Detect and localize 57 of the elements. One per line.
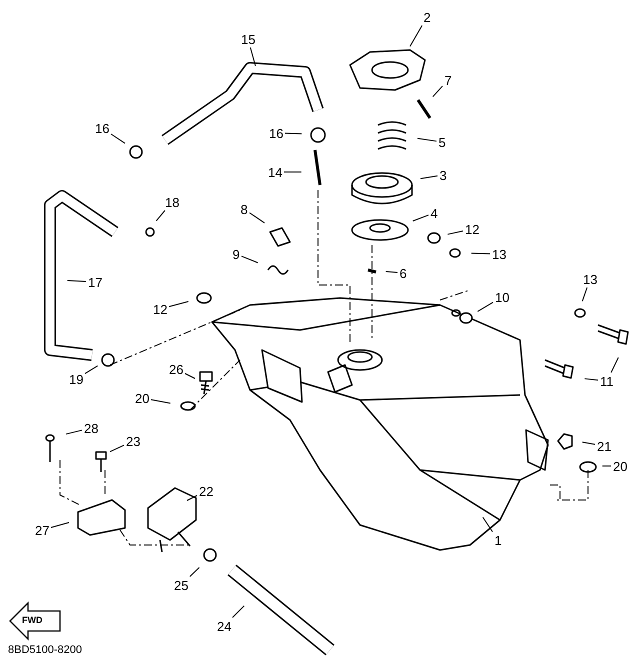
leader-line	[447, 230, 464, 235]
forward-label: FWD	[22, 615, 42, 625]
callout-number: 2	[422, 10, 432, 24]
leader-line	[420, 175, 438, 180]
callout-number: 9	[232, 246, 241, 262]
leader-line	[84, 365, 98, 374]
leader-line	[150, 399, 171, 404]
leader-line	[66, 430, 82, 435]
callout-number: 24	[216, 618, 232, 634]
leader-line	[582, 442, 596, 445]
leader-line	[582, 287, 588, 302]
callout-number: 28	[83, 420, 100, 436]
callout-number: 20	[612, 458, 628, 474]
leader-line	[189, 567, 200, 577]
callout-number: 21	[596, 438, 612, 454]
leader-line	[417, 138, 437, 142]
callout-number: 13	[491, 246, 508, 262]
leader-line	[477, 302, 494, 312]
leader-line	[482, 516, 493, 532]
leader-line	[66, 280, 86, 282]
callout-number: 16	[94, 120, 110, 136]
callout-number: 27	[34, 522, 50, 538]
callout-number: 12	[152, 302, 168, 316]
callout-number: 23	[125, 434, 142, 448]
callout-number: 10	[494, 290, 510, 304]
callout-number: 13	[582, 272, 598, 286]
leader-line	[284, 132, 302, 134]
leader-line	[412, 214, 429, 222]
callout-number: 16	[268, 126, 284, 140]
callout-number: 18	[164, 194, 180, 210]
callout-number: 12	[464, 222, 480, 236]
leader-line	[470, 252, 490, 254]
callout-number: 20	[134, 390, 150, 406]
callout-number: 19	[68, 372, 84, 386]
callout-number: 22	[198, 484, 214, 498]
leader-line	[110, 444, 124, 452]
leader-line	[250, 47, 256, 66]
leader-line	[584, 378, 598, 381]
leader-line	[241, 256, 258, 264]
leader-line	[156, 210, 166, 222]
leader-line	[110, 134, 126, 144]
part-code: 8BD5100-8200	[8, 644, 82, 656]
leader-line	[232, 605, 245, 618]
callout-number: 26	[168, 362, 184, 376]
leader-line	[168, 301, 189, 308]
leader-line	[432, 86, 443, 98]
leader-line	[410, 25, 423, 47]
callout-number: 3	[438, 168, 448, 182]
leader-line	[610, 357, 619, 373]
callout-number: 8	[240, 202, 249, 216]
callout-number: 6	[398, 266, 408, 280]
leader-line	[385, 271, 398, 274]
leader-line	[184, 373, 196, 379]
leader-line	[50, 522, 70, 528]
callout-number: 25	[173, 578, 190, 592]
leader-line	[249, 212, 265, 224]
leader-line	[186, 495, 198, 501]
